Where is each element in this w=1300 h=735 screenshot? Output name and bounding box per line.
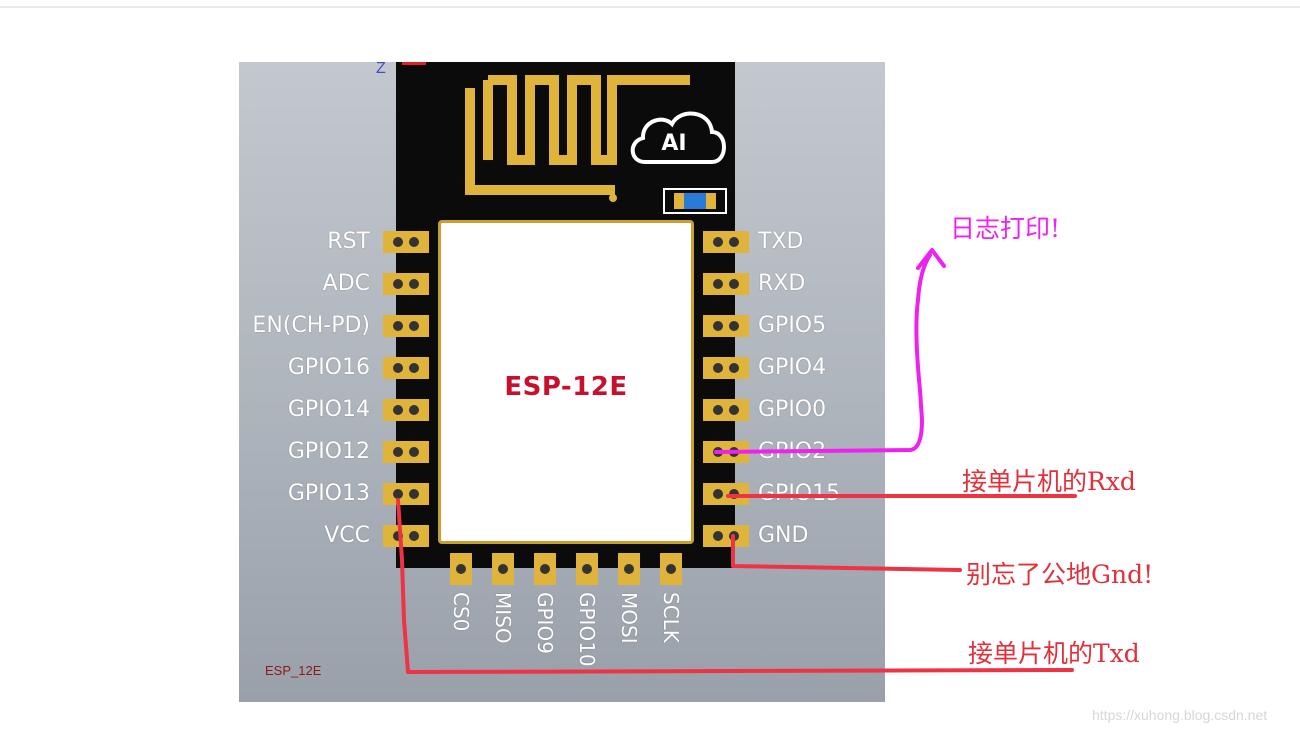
led-component-icon bbox=[663, 188, 727, 214]
pin-label-bottom: GPIO9 bbox=[533, 592, 557, 654]
axis-marker bbox=[402, 62, 426, 65]
pin-label-left: ADC bbox=[322, 271, 370, 296]
pad-bottom-2 bbox=[492, 553, 514, 585]
pad-left-8 bbox=[383, 525, 429, 547]
pin-label-bottom: CS0 bbox=[449, 592, 473, 632]
note-log-print: 日志打印! bbox=[950, 214, 1061, 243]
pad-left-5 bbox=[383, 399, 429, 421]
gnd-wire bbox=[731, 534, 962, 572]
pin-label-left: GPIO12 bbox=[287, 439, 370, 464]
log-print-wire bbox=[714, 248, 946, 454]
pad-left-6 bbox=[383, 441, 429, 463]
pin-label-bottom: MISO bbox=[491, 592, 515, 644]
pin-label-bottom: SCLK bbox=[659, 592, 683, 643]
pad-left-4 bbox=[383, 357, 429, 379]
pad-bottom-4 bbox=[576, 553, 598, 585]
axis-z-label: Z bbox=[376, 60, 386, 77]
pad-bottom-1 bbox=[450, 553, 472, 585]
pin-label-left: GPIO16 bbox=[287, 355, 370, 380]
note-to-mcu-rxd: 接单片机的Rxd bbox=[962, 467, 1136, 496]
chip-label: ESP-12E bbox=[504, 372, 628, 402]
pin-label-right: GPIO5 bbox=[758, 313, 827, 338]
pin-label-left: RST bbox=[327, 229, 370, 254]
pin-label-right: GPIO0 bbox=[758, 397, 827, 422]
pin-label-left: GPIO13 bbox=[287, 481, 370, 506]
pin-label-right: GPIO4 bbox=[758, 355, 827, 380]
pad-right-1 bbox=[703, 231, 749, 253]
pad-bottom-5 bbox=[618, 553, 640, 585]
pad-left-3 bbox=[383, 315, 429, 337]
pin-label-left: GPIO14 bbox=[287, 397, 370, 422]
pad-right-5 bbox=[703, 399, 749, 421]
pad-right-4 bbox=[703, 357, 749, 379]
pad-right-2 bbox=[703, 273, 749, 295]
pin-label-bottom: MOSI bbox=[617, 592, 641, 644]
footprint-name: ESP_12E bbox=[265, 663, 322, 678]
pad-right-3 bbox=[703, 315, 749, 337]
shield-can bbox=[438, 220, 694, 544]
logo-text: AI bbox=[661, 131, 687, 156]
note-common-gnd: 别忘了公地Gnd! bbox=[966, 560, 1154, 589]
pin-label-right: RXD bbox=[758, 271, 806, 296]
pin-label-right: GND bbox=[758, 523, 809, 548]
pad-left-7 bbox=[383, 483, 429, 505]
pin-label-right: GPIO15 bbox=[758, 481, 841, 506]
top-divider bbox=[0, 6, 1300, 8]
pad-bottom-6 bbox=[660, 553, 682, 585]
pad-left-2 bbox=[383, 273, 429, 295]
pin-label-right: TXD bbox=[758, 229, 804, 254]
cloud-logo-icon bbox=[630, 111, 726, 164]
pad-bottom-3 bbox=[534, 553, 556, 585]
watermark: https://xuhong.blog.csdn.net bbox=[1092, 707, 1268, 723]
note-to-mcu-txd: 接单片机的Txd bbox=[968, 639, 1140, 668]
pin-label-bottom: GPIO10 bbox=[575, 592, 599, 667]
txd-wire bbox=[396, 498, 1074, 674]
pad-left-1 bbox=[383, 231, 429, 253]
pin-label-left: EN(CH-PD) bbox=[252, 313, 370, 338]
pin-label-left: VCC bbox=[324, 523, 370, 548]
